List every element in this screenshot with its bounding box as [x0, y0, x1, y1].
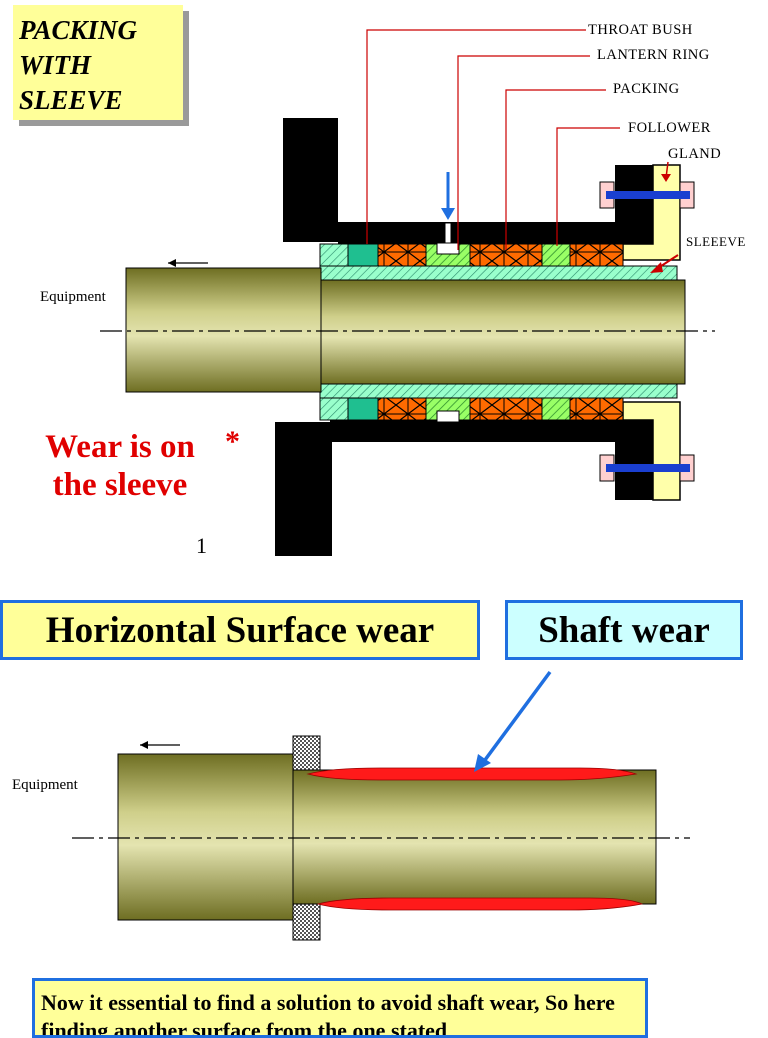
- packing-top-1: [377, 243, 427, 267]
- wear-note-line-1: Wear is on: [45, 429, 195, 465]
- bottom-note: Now it essential to find a solution to a…: [32, 978, 648, 1038]
- shaft-large-top: [125, 267, 322, 393]
- leader-follower: [556, 127, 620, 246]
- sleeve-bottom: [319, 383, 678, 399]
- shaft-wear-text: Shaft wear: [538, 609, 710, 651]
- leader-throat-bush: [366, 29, 586, 244]
- title-line-1: PACKING: [19, 15, 138, 45]
- throat-bush-top: [347, 243, 379, 267]
- title-line-2: WITH: [19, 50, 92, 80]
- lantern-pin-top-stem: [444, 222, 452, 244]
- packing-bottom-3: [569, 397, 624, 421]
- wear-note-line-2: the sleeve: [52, 467, 188, 503]
- packing-top-3: [569, 243, 624, 267]
- bottom-note-text: Now it essential to find a solution to a…: [41, 990, 615, 1038]
- horizontal-surface-wear-text: Horizontal Surface wear: [45, 609, 435, 651]
- label-equipment-bottom: Equipment: [12, 777, 78, 793]
- horizontal-surface-wear-box: Horizontal Surface wear: [0, 600, 480, 660]
- casing-bottom-wall: [275, 422, 332, 556]
- lantern-pin-bottom: [436, 410, 460, 423]
- shaft-wear-box: Shaft wear: [505, 600, 743, 660]
- follower-bottom: [541, 397, 571, 421]
- throat-bush-bottom: [347, 397, 379, 421]
- bolt-bottom: [606, 464, 690, 472]
- title-box: PACKING WITH SLEEVE: [13, 5, 183, 120]
- wear-star: *: [225, 425, 240, 458]
- wear-ring-top: [292, 735, 321, 771]
- shaft-wear-bottom: [316, 897, 644, 911]
- title-line-3: SLEEVE: [19, 85, 123, 115]
- label-follower: FOLLOWER: [628, 120, 711, 136]
- label-equipment-top: Equipment: [40, 289, 106, 305]
- shaft-wear-top: [306, 767, 638, 781]
- packing-bottom-2: [469, 397, 543, 421]
- label-gland: GLAND: [668, 146, 722, 162]
- shaft-wear-arrow: [480, 670, 552, 766]
- leader-packing: [505, 89, 606, 250]
- gland-flange-top-black: [615, 165, 653, 245]
- lantern-pin-top: [436, 242, 460, 255]
- gland-flange-bottom-black: [615, 420, 653, 500]
- label-throat-bush: THROAT BUSH: [588, 22, 693, 38]
- label-lantern-ring: LANTERN RING: [597, 47, 710, 63]
- packing-bottom-1: [377, 397, 427, 421]
- wear-note: Wear is on the sleeve: [20, 428, 220, 504]
- bolt-top: [606, 191, 690, 199]
- label-packing: PACKING: [613, 81, 680, 97]
- stuffing-box-top: [338, 222, 623, 244]
- stuffing-box-bottom: [330, 420, 623, 442]
- label-sleeve: SLEEEVE: [686, 234, 746, 249]
- leader-lantern-ring: [457, 55, 590, 250]
- shaft-small-top: [320, 279, 686, 385]
- shaft-small-bottom: [292, 769, 657, 905]
- follower-top: [541, 243, 571, 267]
- wear-ring-bottom: [292, 903, 321, 941]
- shaft-large-bottom: [117, 753, 294, 921]
- sleeve-top: [319, 265, 678, 281]
- casing-top-wall: [283, 118, 338, 242]
- page-number: 1: [196, 533, 207, 558]
